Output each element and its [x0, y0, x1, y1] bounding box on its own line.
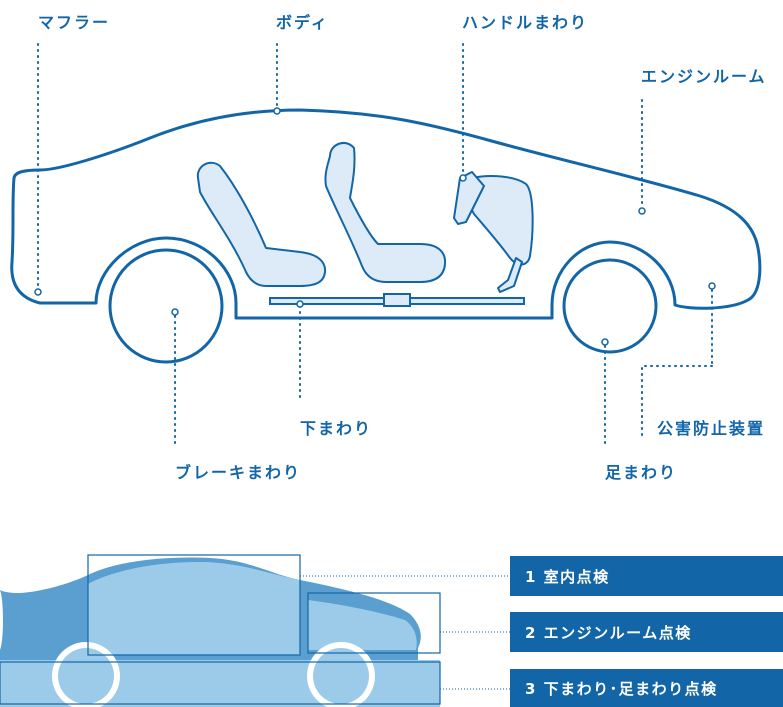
front-seat: [324, 141, 447, 283]
label-engine-room: エンジンルーム: [641, 67, 767, 86]
floor-rail: [269, 293, 525, 307]
front-wheel: [562, 258, 658, 354]
label-underbody: 下まわり: [300, 419, 372, 438]
label-muffler: マフラー: [38, 13, 110, 32]
inspection-bar-1: [510, 556, 783, 596]
car-outline: [10, 108, 762, 320]
inspection-bar-3: [510, 669, 783, 707]
marker-dots: [34, 107, 716, 346]
car-silhouette: [0, 557, 440, 707]
steering-dashboard: [453, 171, 534, 293]
label-emission: 公害防止装置: [657, 419, 765, 438]
inspection-label-3: 3 下まわり･足まわり点検: [525, 680, 718, 698]
label-suspension: 足まわり: [605, 463, 677, 482]
zone-outlines: [0, 554, 441, 705]
zone-interior: [87, 554, 301, 656]
zone-engine: [307, 592, 441, 654]
rear-wheel: [108, 248, 224, 364]
inspection-label-2: 2 エンジンルーム点検: [525, 624, 692, 642]
zone-under: [0, 661, 441, 705]
leader-lines: [37, 43, 713, 449]
inspection-list: 1 室内点検 2 エンジンルーム点検 3 下まわり･足まわり点検: [510, 556, 783, 707]
inspection-label-1: 1 室内点検: [525, 568, 610, 586]
label-steering: ハンドルまわり: [462, 13, 588, 32]
inspection-bar-2: [510, 612, 783, 652]
rear-seat: [196, 161, 327, 287]
label-brakes: ブレーキまわり: [175, 463, 301, 482]
label-body: ボディ: [276, 13, 329, 32]
zone-connectors: [300, 575, 510, 690]
